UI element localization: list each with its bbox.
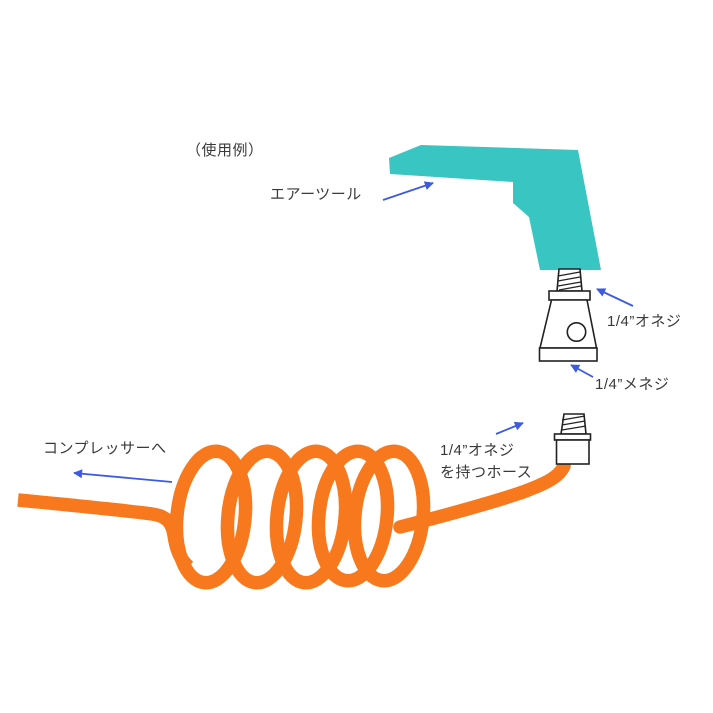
label-hose-thread-line2: を持つホース [440, 464, 533, 481]
hose-coil-loop [269, 444, 353, 590]
coupler-stud-threads [557, 271, 582, 291]
arrow-to-hose-fitting [495, 421, 524, 435]
arrow-to-air-tool [382, 181, 434, 201]
hose-coil-loop [220, 444, 304, 590]
caption-usage-example: （使用例） [186, 142, 264, 159]
coupler-port-hole [566, 321, 587, 342]
hose-left-run [17, 493, 194, 573]
hose-fitting-threads [561, 415, 587, 431]
label-female-thread: 1/4”メネジ [595, 376, 670, 393]
label-air-tool: エアーツール [270, 186, 362, 203]
hose-coil-loop [169, 444, 253, 590]
hose-fitting-body [555, 439, 590, 465]
arrow-to-female-thread [570, 364, 594, 378]
hose-end-fitting [553, 413, 592, 465]
tool-coupler [538, 268, 598, 362]
hose-right-run [393, 459, 571, 534]
coupler-base [538, 347, 598, 362]
label-male-thread: 1/4”オネジ [607, 313, 682, 330]
coiled-hose [17, 444, 571, 590]
coupler-collar [548, 290, 591, 301]
coupler-body [538, 299, 598, 349]
hose-fitting-collar [553, 433, 592, 441]
label-hose-thread-line1: 1/4”オネジ [440, 442, 515, 459]
arrow-to-male-thread [596, 288, 634, 307]
arrow-to-compressor [73, 469, 173, 483]
air-tool-shape [389, 145, 601, 270]
label-to-compressor: コンプレッサーへ [43, 440, 167, 457]
hose-coil-loop [311, 444, 395, 588]
